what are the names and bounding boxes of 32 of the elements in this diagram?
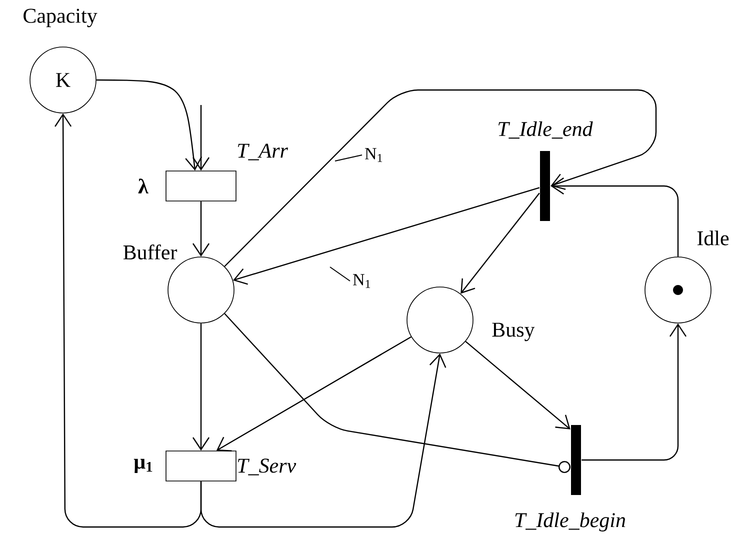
node-label: Idle <box>697 230 729 246</box>
arrow <box>582 323 686 461</box>
node-label: μ$_{1}$ <box>134 458 152 474</box>
transition-bar <box>540 151 550 221</box>
arrow <box>465 341 570 430</box>
arrow <box>54 113 202 528</box>
arrow <box>224 313 570 473</box>
node-label: Capacity <box>24 8 98 28</box>
place-circle <box>644 256 712 324</box>
arrow <box>192 105 210 171</box>
arrow <box>216 336 412 452</box>
edge-label: N$_{1}$ <box>330 266 370 288</box>
node-label: Busy <box>492 322 535 342</box>
arrow <box>96 79 202 171</box>
node-label: T_Idle_end <box>498 121 593 139</box>
arrow <box>550 178 679 257</box>
edge-label: N$_{1}$ <box>334 148 382 162</box>
transition-bar <box>571 425 581 495</box>
arrow <box>192 201 210 257</box>
node-label: λ <box>138 178 148 194</box>
place-circle <box>406 286 474 354</box>
node-label: T_Idle_begin <box>515 512 626 532</box>
node-label: Buffer <box>123 244 178 260</box>
arrow <box>192 323 210 451</box>
node-label: T_Serv <box>238 458 296 476</box>
transition-box <box>166 170 236 202</box>
arrow <box>232 187 540 285</box>
arrow <box>460 192 540 294</box>
node-label: T_Arr <box>238 144 288 160</box>
arrow <box>224 89 657 267</box>
transition-box <box>166 450 236 482</box>
arrow <box>200 353 446 528</box>
